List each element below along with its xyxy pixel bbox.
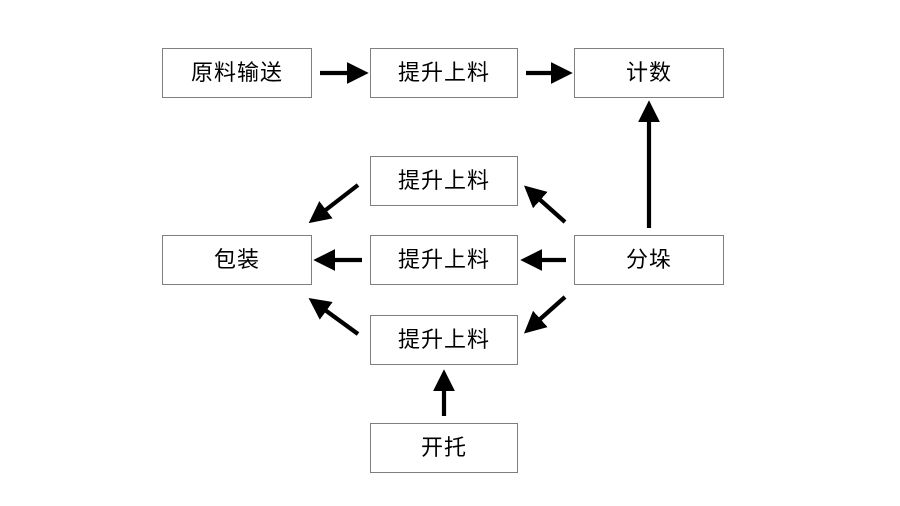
node-raw_feed[interactable]: 原料输送: [162, 48, 312, 98]
node-lift_lower[interactable]: 提升上料: [370, 315, 518, 365]
node-label: 原料输送: [190, 60, 283, 85]
arrow-lift_lower-to-pack: [308, 298, 360, 336]
node-label: 提升上料: [397, 247, 490, 272]
node-destack[interactable]: 分垛: [574, 235, 724, 285]
node-lift_top[interactable]: 提升上料: [370, 48, 518, 98]
node-label: 开托: [420, 435, 467, 460]
node-label: 包装: [213, 247, 260, 272]
arrow-destack-to-lift_upper: [523, 185, 567, 224]
node-label: 提升上料: [397, 60, 490, 85]
arrow-lift_upper-to-pack: [308, 183, 360, 224]
node-label: 分垛: [625, 247, 672, 272]
node-label: 提升上料: [397, 327, 490, 352]
arrow-destack-to-lift_lower: [523, 295, 567, 334]
node-label: 计数: [625, 60, 672, 85]
node-lift_middle[interactable]: 提升上料: [370, 235, 518, 285]
node-count[interactable]: 计数: [574, 48, 724, 98]
node-lift_upper[interactable]: 提升上料: [370, 156, 518, 206]
node-pack[interactable]: 包装: [162, 235, 312, 285]
node-label: 提升上料: [397, 168, 490, 193]
node-open_pallet[interactable]: 开托: [370, 423, 518, 473]
